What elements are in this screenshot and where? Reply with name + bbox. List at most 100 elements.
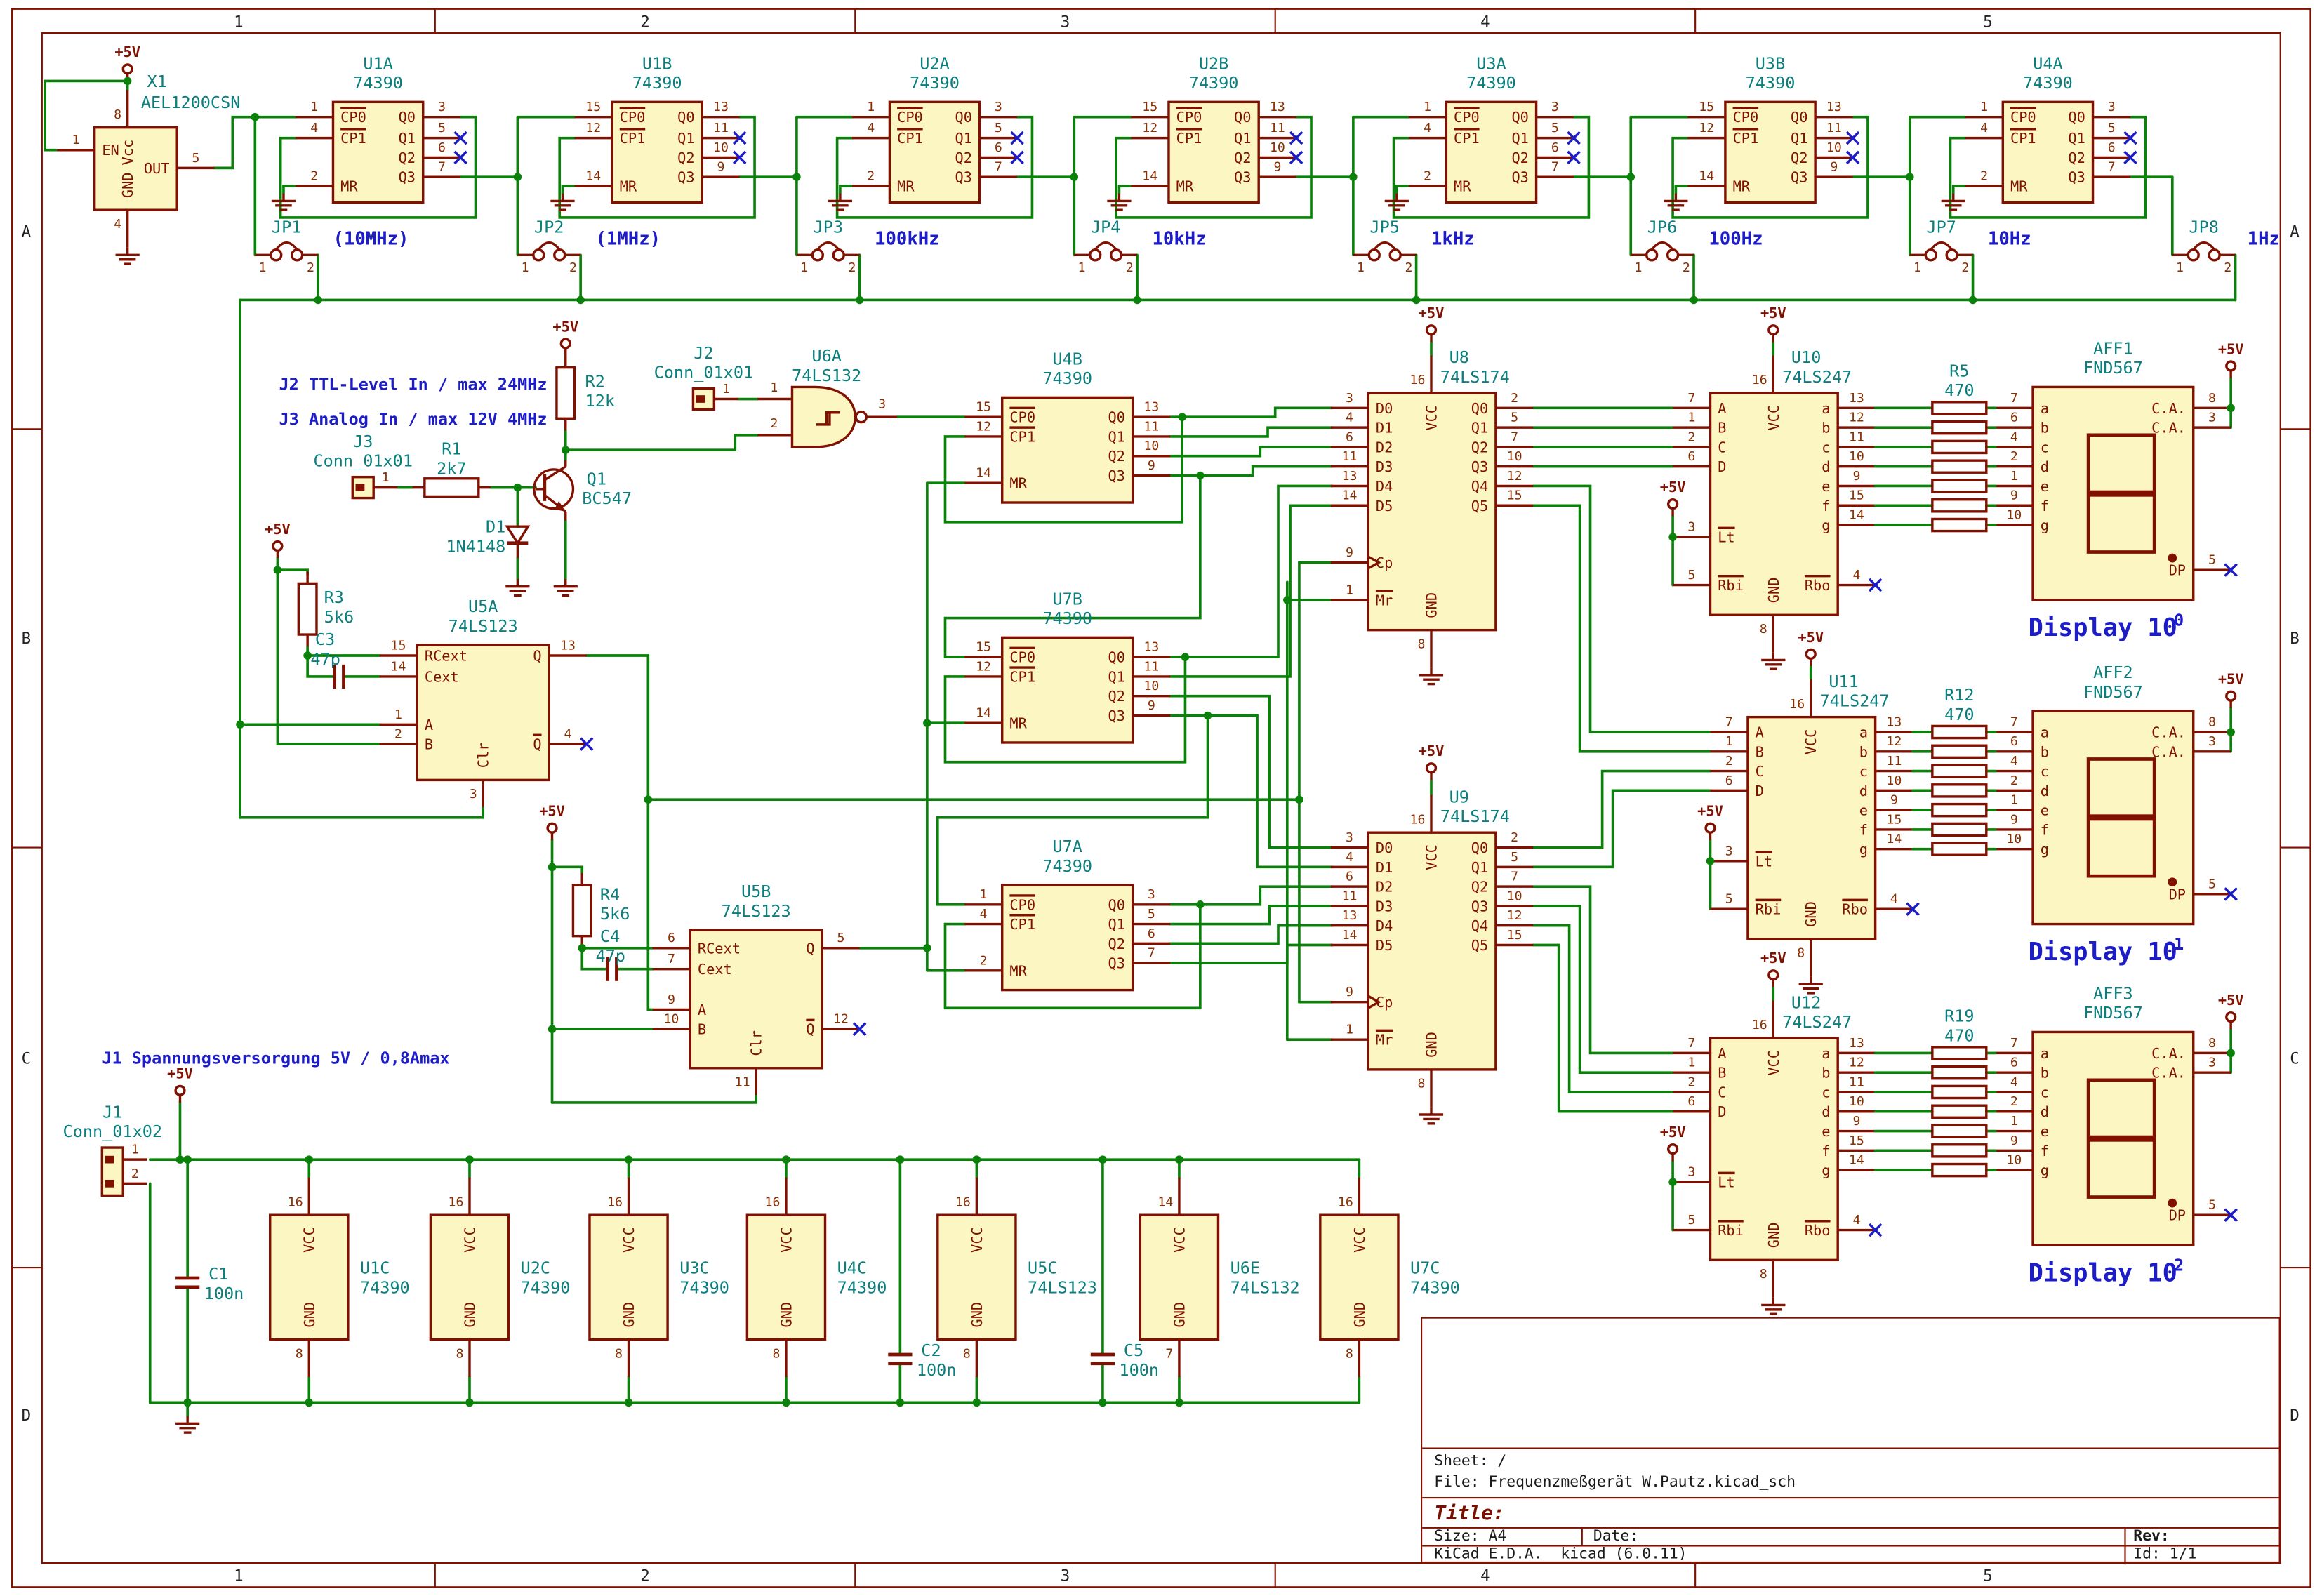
power-flag-5v[interactable]: +5V — [539, 803, 565, 840]
wire[interactable] — [561, 185, 576, 195]
power-flag-5v[interactable]: +5V — [2218, 992, 2244, 1030]
wire[interactable] — [943, 415, 1184, 524]
wire[interactable] — [1169, 504, 1334, 678]
wire[interactable] — [1951, 185, 1967, 195]
wire[interactable] — [558, 115, 756, 219]
wire[interactable] — [1532, 885, 1674, 1055]
wire[interactable] — [239, 806, 485, 819]
wire[interactable] — [1532, 943, 1674, 1113]
component-U9[interactable]: 3D04D16D211D313D414D59Cp1Mr2Q05Q17Q210Q3… — [1330, 787, 1534, 1108]
wire[interactable] — [1674, 185, 1690, 195]
wire[interactable] — [282, 185, 297, 195]
power-flag-5v[interactable]: +5V — [2218, 671, 2244, 708]
power-flag-5v[interactable]: +5V — [167, 1065, 193, 1103]
wire[interactable] — [1169, 406, 1334, 418]
component-U8[interactable]: 3D04D16D211D313D414D59Cp1Mr2Q05Q17Q210Q3… — [1330, 347, 1534, 668]
wire[interactable] — [1169, 885, 1334, 906]
power-flag-5v[interactable]: +5V — [1760, 950, 1786, 987]
wire[interactable] — [1117, 185, 1133, 195]
power-flag-5v[interactable]: +5V — [1798, 629, 1824, 666]
wire[interactable] — [1169, 465, 1334, 477]
power-flag-5v[interactable]: +5V — [552, 318, 578, 356]
wire[interactable] — [1169, 426, 1334, 438]
wire[interactable] — [1395, 185, 1410, 195]
wire[interactable] — [839, 185, 854, 195]
wire[interactable] — [1115, 115, 1313, 219]
wire[interactable] — [44, 79, 129, 152]
wire[interactable] — [1169, 943, 1334, 964]
wire[interactable] — [1169, 484, 1334, 658]
wire[interactable] — [943, 474, 1202, 658]
power-flag-5v[interactable]: +5V — [1660, 1124, 1686, 1162]
power-flag-5v[interactable]: +5V — [1419, 305, 1445, 343]
power-flag-5v[interactable]: +5V — [1697, 803, 1723, 840]
wire[interactable] — [1532, 789, 1712, 869]
power-flag-5v[interactable]: +5V — [1760, 305, 1786, 343]
wire[interactable] — [580, 946, 609, 971]
wire[interactable] — [1671, 115, 1869, 219]
wire[interactable] — [1169, 694, 1334, 849]
wire[interactable] — [306, 654, 336, 678]
wire[interactable] — [1949, 115, 2147, 219]
wire[interactable] — [1169, 446, 1334, 458]
wire[interactable] — [550, 865, 584, 875]
wire[interactable] — [276, 568, 309, 576]
wire[interactable] — [1532, 484, 1712, 733]
wire[interactable] — [213, 115, 297, 170]
wire[interactable] — [936, 714, 1209, 906]
wire[interactable] — [1532, 924, 1674, 1093]
wire[interactable] — [1169, 924, 1334, 945]
wire[interactable] — [550, 1093, 758, 1104]
wire[interactable] — [943, 903, 1202, 1010]
wire[interactable] — [1532, 769, 1712, 849]
wire[interactable] — [1169, 714, 1334, 869]
wire[interactable] — [1532, 504, 1712, 753]
power-flag-5v[interactable]: +5V — [1660, 479, 1686, 517]
power-flag-5v[interactable]: +5V — [114, 44, 140, 81]
power-flag-5v[interactable]: +5V — [265, 521, 291, 559]
wire[interactable] — [1392, 115, 1591, 219]
power-flag-5v[interactable]: +5V — [1419, 743, 1445, 780]
